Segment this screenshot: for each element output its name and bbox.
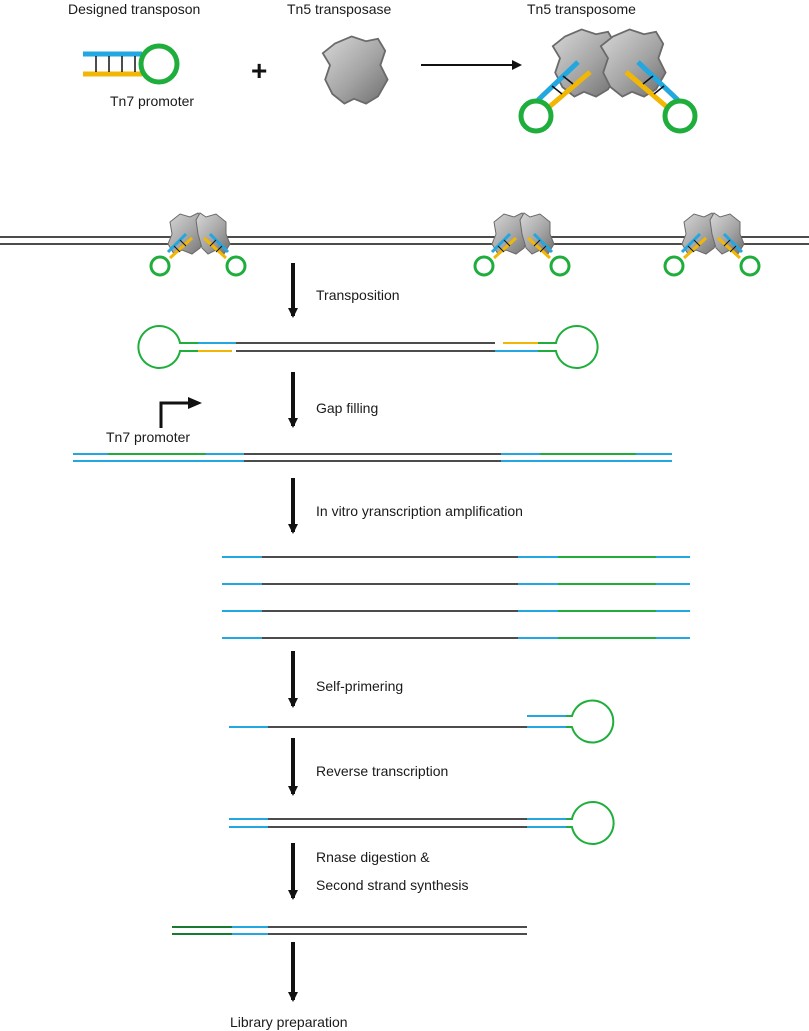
genomic-dna <box>0 236 809 245</box>
designed-transposon-label: Designed transposon <box>68 1 200 17</box>
tn7-promoter-top-label: Tn7 promoter <box>110 93 194 109</box>
step-transposition-label: Transposition <box>316 287 400 303</box>
designed-transposon-icon <box>83 43 180 85</box>
step-rnase-label-2: Second strand synthesis <box>316 877 469 893</box>
tn5-transposase-label: Tn5 transposase <box>287 1 391 17</box>
transposed-fragment <box>137 325 599 369</box>
tn5-transposome-icon <box>518 28 698 134</box>
rt-hybrid <box>229 801 615 845</box>
tn7-promoter-mid-label: Tn7 promoter <box>106 429 190 445</box>
step-library-preparation-label: Library preparation <box>230 1014 348 1030</box>
promoter-arrow-icon <box>159 397 202 428</box>
step-reverse-transcription-label: Reverse transcription <box>316 763 448 779</box>
step-rnase-label-1: Rnase digestion & <box>316 849 430 865</box>
step-self-primering-label: Self-primering <box>316 678 403 694</box>
self-primed-rna <box>229 699 615 744</box>
tn5-transposase-icon <box>321 35 389 105</box>
step-ivt-label: In vitro yranscription amplification <box>316 503 523 519</box>
gap-filled-dna <box>73 453 672 462</box>
tn5-transposome-label: Tn5 transposome <box>527 1 636 17</box>
final-dsdna <box>172 926 527 935</box>
step-gap-filling-label: Gap filling <box>316 400 378 416</box>
plus-sign: + <box>251 55 267 86</box>
